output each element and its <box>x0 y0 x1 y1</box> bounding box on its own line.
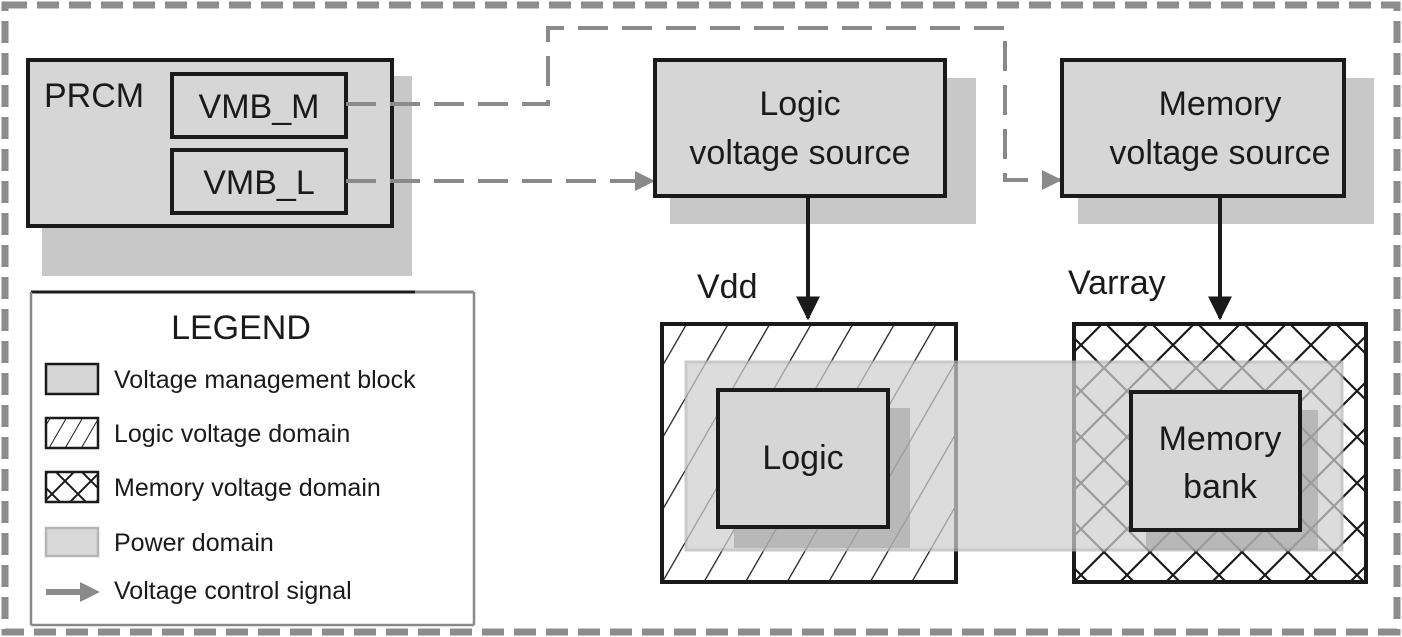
legend-title: LEGEND <box>171 309 311 347</box>
vmb-l-label: VMB_L <box>203 164 315 202</box>
memory-bank-line2: bank <box>1183 468 1258 506</box>
legend-label-signal: Voltage control signal <box>114 577 352 605</box>
legend-label-power-domain: Power domain <box>114 529 274 557</box>
signal-vmb-m-to-memory-source <box>346 26 1062 190</box>
memory-source-line1: Memory <box>1159 85 1282 123</box>
legend-swatch-logic-domain <box>44 416 100 450</box>
logic-voltage-source <box>653 58 947 198</box>
legend-swatch-signal-arrow <box>46 582 100 602</box>
vmb-l-block <box>170 148 348 215</box>
logic-block <box>716 388 890 529</box>
legend-label-vmb: Voltage management block <box>114 366 416 394</box>
legend-swatch-power-domain <box>44 526 100 558</box>
legend-label-memory-domain: Memory voltage domain <box>114 474 381 502</box>
prcm-title: PRCM <box>44 77 144 115</box>
logic-block-label: Logic <box>762 439 843 477</box>
legend: LEGEND Voltage management block Logic vo… <box>29 290 476 627</box>
memory-bank-block <box>1129 390 1302 532</box>
logic-source-line2: voltage source <box>689 134 910 172</box>
memory-source-line2: voltage source <box>1109 134 1330 172</box>
logic-source-line1: Logic <box>759 85 840 123</box>
vdd-label: Vdd <box>697 268 758 306</box>
legend-label-logic-domain: Logic voltage domain <box>114 420 350 448</box>
memory-bank-line1: Memory <box>1159 420 1282 458</box>
vmb-m-block <box>170 72 348 139</box>
legend-swatch-vmb <box>44 362 100 396</box>
vmb-m-label: VMB_M <box>199 88 320 126</box>
memory-voltage-source <box>1060 58 1346 198</box>
varray-label: Varray <box>1068 264 1166 302</box>
legend-swatch-memory-domain <box>44 470 100 504</box>
